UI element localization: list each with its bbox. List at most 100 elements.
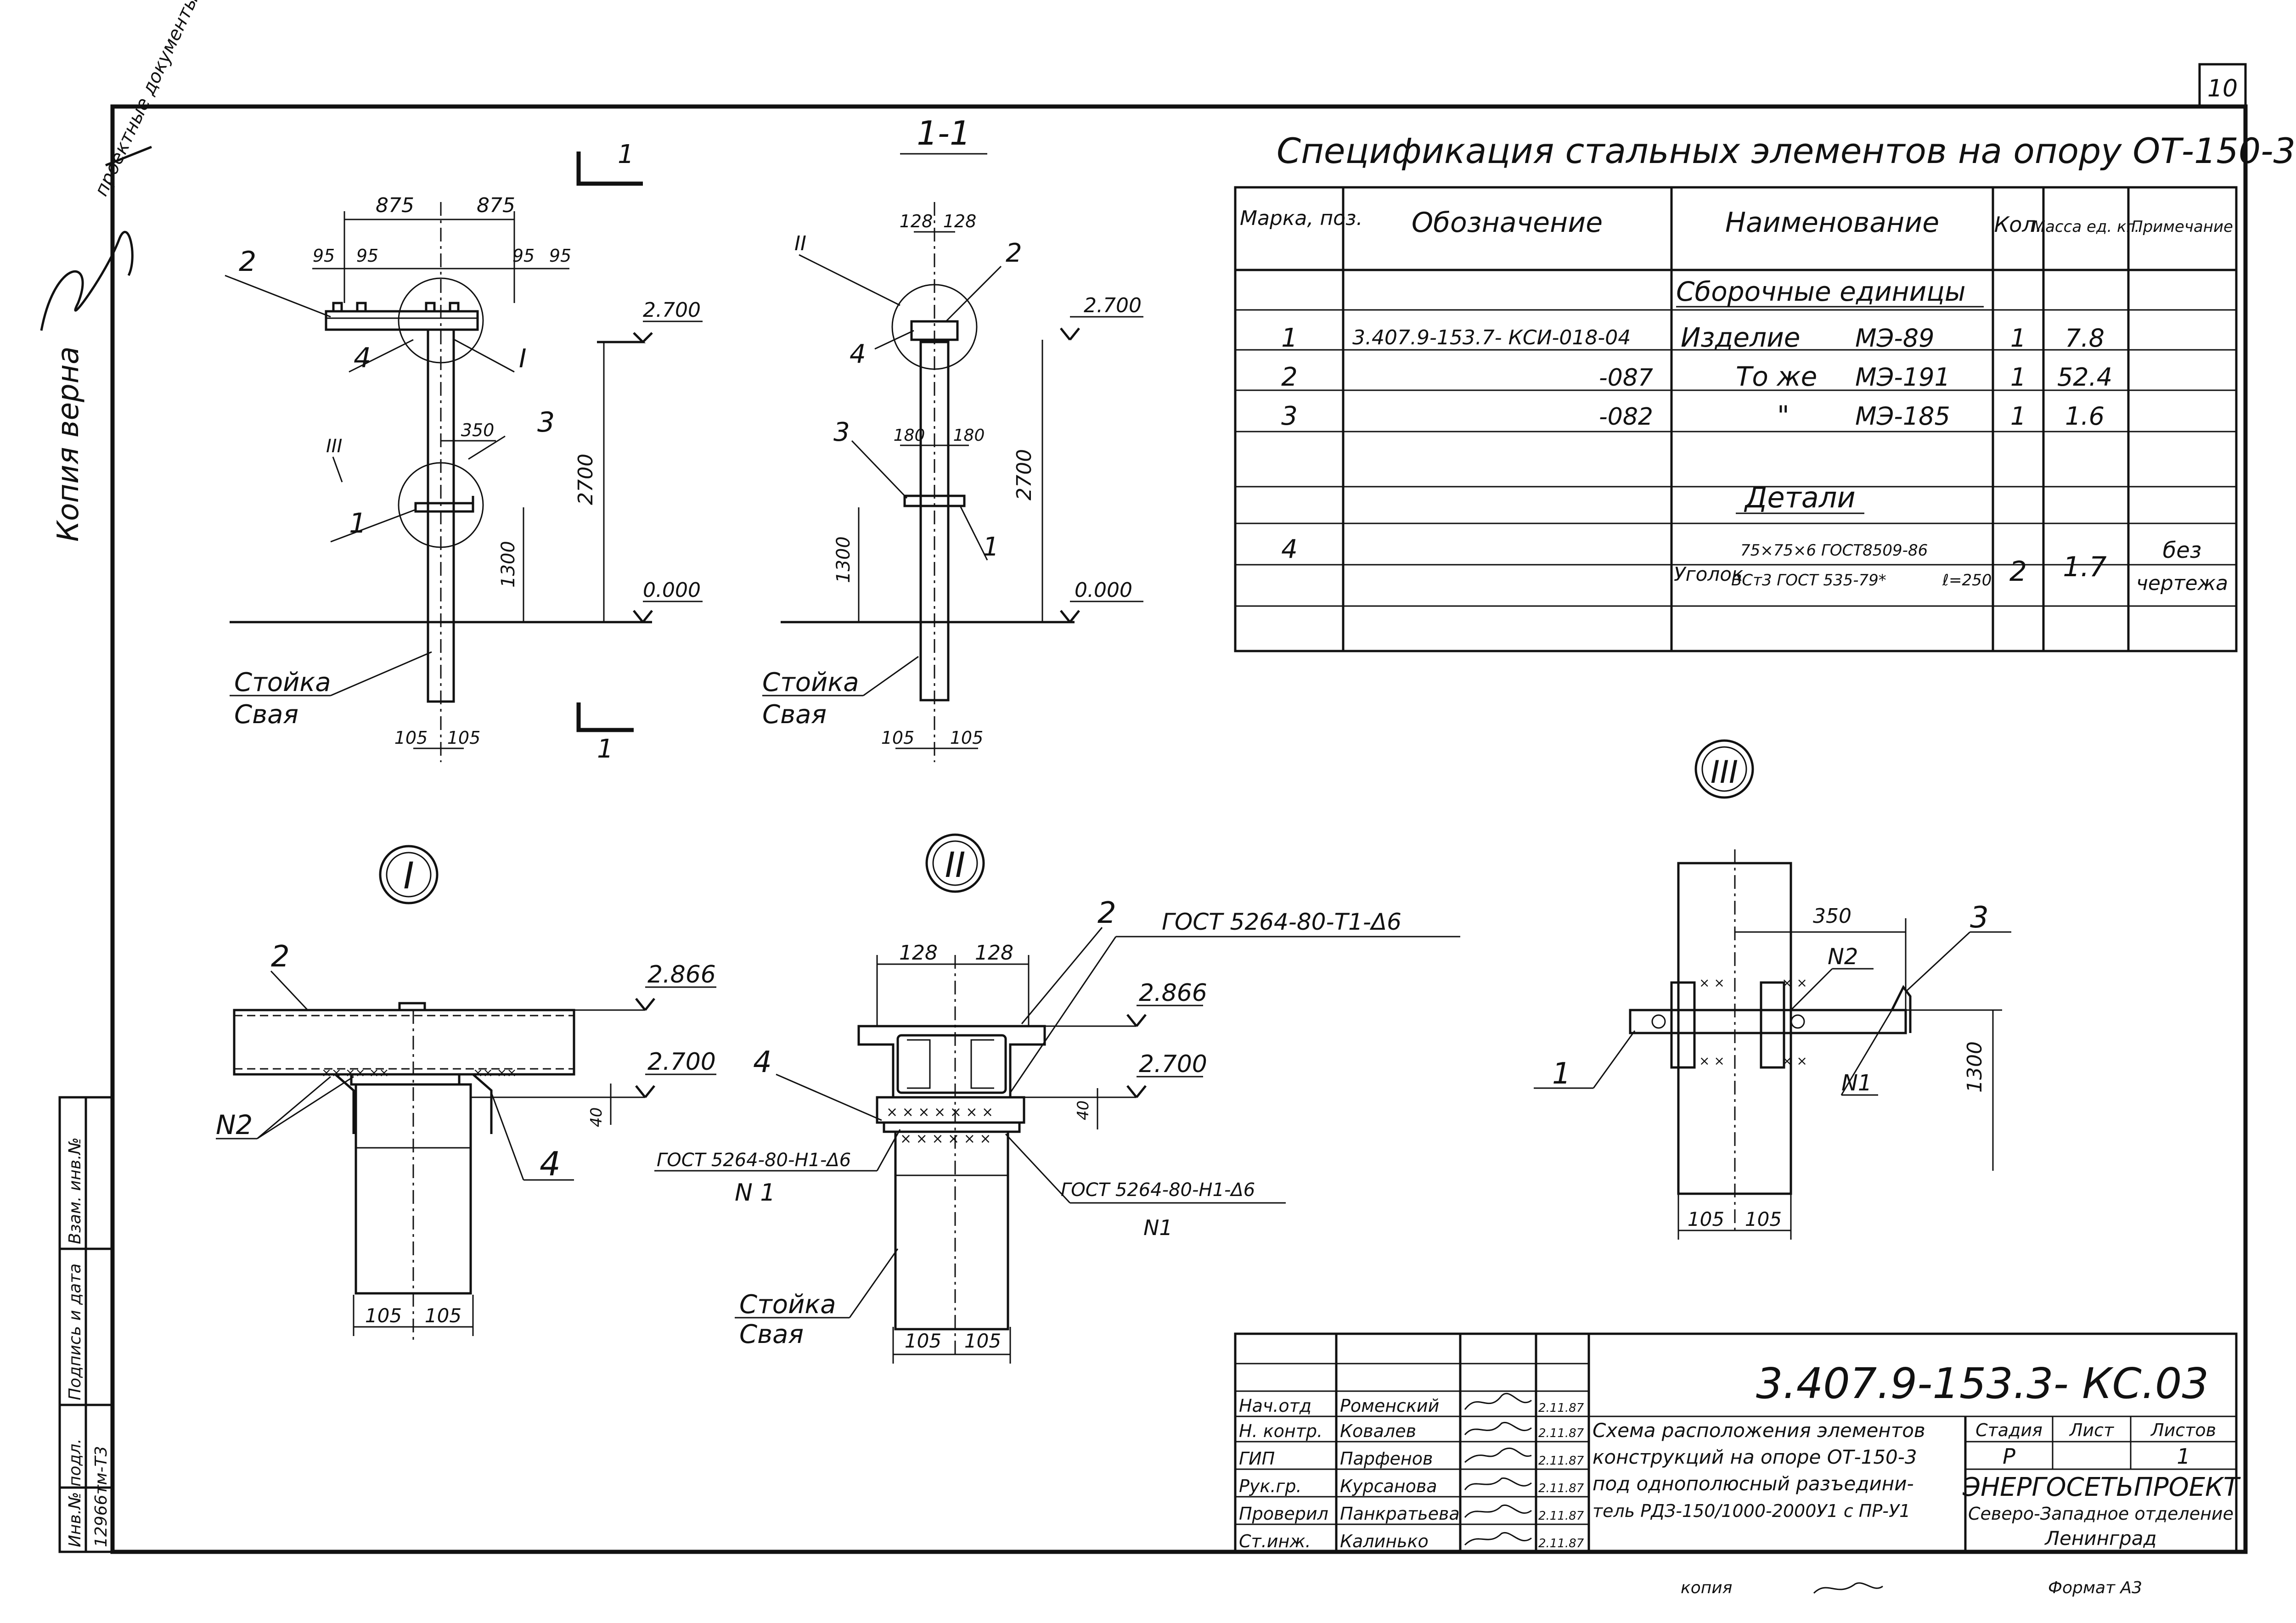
sec-pos-4: 4 bbox=[850, 339, 866, 369]
page-number-box bbox=[2198, 63, 2247, 108]
sec-dim-2700: 2700 bbox=[1013, 449, 1036, 500]
d2-dim-105-r: 105 bbox=[964, 1330, 1001, 1352]
d2-weld-right: N1 bbox=[1143, 1215, 1173, 1240]
detail-II-bracket bbox=[857, 1025, 1046, 1099]
section-1-1-view: 1-1 128 128 180 180 2700 1300 2.700 0.00… bbox=[762, 114, 1143, 762]
detail-III-view: III × × × × × × × × 350 1300 105 105 1 3 bbox=[1534, 739, 2011, 1240]
d2-gost-top: ГОСТ 5264-80-Т1-Δ6 bbox=[1162, 909, 1401, 935]
svg-text:× ×: × × bbox=[1782, 1053, 1807, 1068]
section-mark-top bbox=[576, 152, 643, 186]
stamp-date-5: 2.11.87 bbox=[1538, 1509, 1584, 1523]
spec-detail-spec2: ВСт3 ГОСТ 535-79* bbox=[1731, 571, 1886, 590]
d3-dim-350: 350 bbox=[1813, 904, 1851, 928]
spec-row1-mass: 7.8 bbox=[2065, 324, 2105, 353]
elevation-view: 1 1 875 875 95 95 95 95 350 bbox=[225, 140, 703, 764]
stamp-role-3: ГИП bbox=[1239, 1449, 1275, 1469]
spec-row2-designation: -087 bbox=[1599, 364, 1653, 392]
d2-pos-4: 4 bbox=[753, 1045, 772, 1079]
spec-row1-designation: 3.407.9-153.7- КСИ-018-04 bbox=[1352, 326, 1631, 349]
crossbeam bbox=[325, 310, 479, 331]
detail-II-title: II bbox=[945, 844, 966, 885]
stamp-title-1: Схема расположения элементов bbox=[1593, 1419, 1925, 1442]
d1-elev-2700: 2.700 bbox=[647, 1048, 716, 1076]
detail-III-title: III bbox=[1711, 754, 1738, 791]
svg-text:× ×: × × bbox=[1782, 975, 1807, 990]
elev-2700: 2.700 bbox=[643, 298, 701, 322]
label-pile: Свая bbox=[234, 700, 298, 730]
detail-III-title-circle bbox=[1694, 739, 1754, 799]
side-sign-date: Подпись и дата bbox=[66, 1264, 84, 1400]
section-title: 1-1 bbox=[917, 114, 971, 152]
pos-1: 1 bbox=[349, 507, 366, 539]
spec-section-details: Детали bbox=[1744, 481, 1856, 514]
d3-pos-3: 3 bbox=[1970, 901, 1989, 935]
sec-dim-105-r: 105 bbox=[950, 728, 984, 748]
dim-1300: 1300 bbox=[498, 541, 519, 588]
spec-detail-spec1: 75×75×6 ГОСТ8509-86 bbox=[1740, 541, 1928, 560]
d2-gost-left: ГОСТ 5264-80-Н1-Δ6 bbox=[657, 1150, 851, 1171]
sec-pos-1: 1 bbox=[983, 532, 999, 562]
spec-detail-note1: без bbox=[2163, 538, 2202, 563]
stamp-date-6: 2.11.87 bbox=[1538, 1537, 1584, 1550]
footer-format: Формат А3 bbox=[2048, 1578, 2142, 1597]
spec-hdr-designation: Обозначение bbox=[1412, 207, 1603, 239]
stamp-sheets-hdr: Листов bbox=[2150, 1420, 2216, 1440]
detail-I-beam bbox=[233, 1009, 575, 1076]
stamp-sheet-num: 1 bbox=[2177, 1444, 2190, 1469]
stamp-signatures bbox=[1464, 1393, 1532, 1546]
sec-dim-180-l: 180 bbox=[894, 426, 925, 445]
margin-signature bbox=[40, 146, 152, 331]
stamp-name-3: Парфенов bbox=[1340, 1449, 1433, 1469]
d2-weld-left: N 1 bbox=[735, 1179, 776, 1207]
stamp-role-6: Ст.инж. bbox=[1239, 1531, 1311, 1551]
stamp-stage: Р bbox=[2003, 1444, 2015, 1469]
stamp-title-4: тель РДЗ-150/1000-2000У1 с ПР-У1 bbox=[1593, 1501, 1910, 1521]
section-mark-bottom bbox=[576, 702, 634, 732]
spec-row2-code: МЭ-191 bbox=[1855, 363, 1950, 392]
spec-row2-mass: 52.4 bbox=[2057, 363, 2112, 392]
d2-dim-105-l: 105 bbox=[905, 1330, 941, 1352]
spec-title: Спецификация стальных элементов на опору… bbox=[1277, 130, 2296, 171]
dim-875-right: 875 bbox=[477, 194, 515, 217]
d3-dim-1300: 1300 bbox=[1963, 1041, 1986, 1093]
sec-pos-3: 3 bbox=[833, 417, 850, 447]
sec-dim-180-r: 180 bbox=[953, 426, 985, 445]
detail-II-post bbox=[894, 1130, 1009, 1331]
spec-detail-qty: 2 bbox=[2009, 556, 2027, 588]
spec-row1-name: Изделие bbox=[1681, 322, 1800, 353]
stamp-name-2: Ковалев bbox=[1340, 1421, 1416, 1441]
spec-section-assembly: Сборочные единицы bbox=[1676, 276, 1966, 307]
spec-row3-designation: -082 bbox=[1599, 403, 1653, 431]
stamp-org-2: Северо-Западное отделение bbox=[1968, 1504, 2234, 1524]
d3-dim-105-r: 105 bbox=[1745, 1208, 1782, 1230]
detail-I-title: I bbox=[403, 854, 414, 897]
stamp-role-2: Н. контр. bbox=[1239, 1421, 1322, 1441]
stamp-role-1: Нач.отд bbox=[1239, 1396, 1311, 1416]
spec-row1-mark: 1 bbox=[1281, 323, 1298, 353]
stamp-role-4: Рук.гр. bbox=[1239, 1476, 1302, 1496]
spec-hdr-mass: Масса ед. кг. bbox=[2032, 218, 2139, 236]
d2-dim-40: 40 bbox=[1074, 1101, 1092, 1120]
d2-label-pile: Свая bbox=[739, 1320, 804, 1349]
detail-I-view: I ×× ×× ×× ×× ×× 2.866 2.700 40 2 N2 4 bbox=[216, 845, 716, 1341]
stamp-name-6: Калинько bbox=[1340, 1531, 1429, 1551]
dim-350: 350 bbox=[461, 420, 495, 440]
dim-95-d: 95 bbox=[549, 246, 571, 266]
svg-text:× × × × × × ×: × × × × × × × bbox=[886, 1104, 993, 1120]
callout-circle-II bbox=[891, 284, 978, 370]
detail-III-bracket bbox=[1629, 1009, 1907, 1034]
callout-circle-I bbox=[398, 277, 484, 364]
d1-elev-2866: 2.866 bbox=[647, 961, 716, 988]
label-stand: Стойка bbox=[234, 668, 331, 697]
side-stamp: Взам. инв.№ Подпись и дата Инв.№ подл. 1… bbox=[58, 1096, 114, 1553]
stamp-stage-hdr: Стадия bbox=[1975, 1420, 2043, 1440]
d2-label-stand: Стойка bbox=[739, 1290, 836, 1320]
detail-II-title-circle bbox=[925, 833, 985, 893]
sec-label-stand: Стойка bbox=[762, 668, 859, 697]
spec-detail-mark: 4 bbox=[1281, 534, 1298, 564]
d1-dim-105-l: 105 bbox=[365, 1304, 402, 1327]
callout-label-II: II bbox=[794, 232, 806, 255]
d1-weld-n2: N2 bbox=[216, 1109, 253, 1140]
dim-105-left: 105 bbox=[394, 728, 428, 748]
